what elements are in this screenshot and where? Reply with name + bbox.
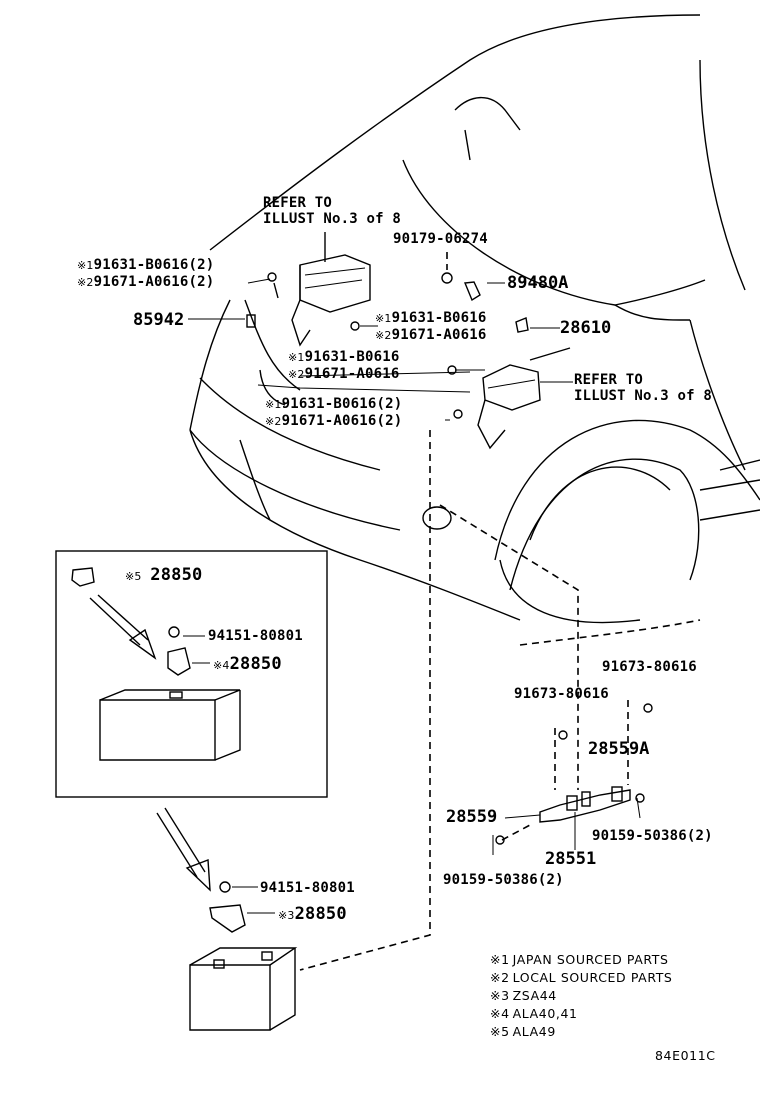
mark-3: ※3 (278, 909, 295, 922)
refer-note-right-line1: REFER TO (574, 372, 644, 388)
part-91673-80616-left: 91673-80616 (514, 686, 609, 702)
mark-1: ※1 (288, 351, 305, 364)
part-91671-A0616-mid: 91671-A0616 (391, 327, 487, 343)
part-28610: 28610 (560, 318, 612, 338)
refer-note-line2: ILLUST No.3 of 8 (263, 211, 402, 227)
inset-frame (55, 550, 328, 798)
mark-2: ※2 (77, 276, 94, 289)
part-91631-B0616-c: 91631-B0616 (304, 349, 400, 365)
mark-2: ※2 (375, 329, 392, 342)
inset-parts (71, 567, 241, 761)
left-relay-box (291, 232, 371, 347)
part-91631-B0616-mid: 91631-B0616 (391, 310, 487, 326)
part-91671-A0616-lower: 91671-A0616(2) (281, 413, 403, 429)
part-90179-06274: 90179-06274 (393, 231, 488, 247)
refer-note-line1: REFER TO (263, 195, 333, 211)
mark-4: ※4 (213, 659, 230, 672)
dashed-connectors (299, 252, 701, 971)
part-28850-ala40: 28850 (229, 654, 282, 674)
part-89480A: 89480A (507, 273, 569, 293)
fasteners (246, 272, 529, 419)
terminal-assembly (492, 703, 653, 855)
bottom-battery (189, 881, 298, 1031)
bottom-arrow (156, 807, 211, 892)
part-90159-50386-right: 90159-50386(2) (592, 828, 713, 844)
part-94151-80801-inset: 94151-80801 (208, 628, 303, 644)
part-94151-80801-bottom: 94151-80801 (260, 880, 355, 896)
part-28850-zsa44: 28850 (294, 904, 347, 924)
mark-1: ※1 (265, 398, 282, 411)
refer-note-right-line2: ILLUST No.3 of 8 (574, 388, 713, 404)
part-91671-A0616-left: 91671-A0616(2) (93, 274, 215, 290)
part-28559A: 28559A (588, 739, 650, 759)
part-91673-80616-right: 91673-80616 (602, 659, 697, 675)
mark-1: ※1 (375, 312, 392, 325)
part-91671-A0616-c: 91671-A0616 (304, 366, 400, 382)
mark-2: ※2 (288, 368, 305, 381)
mark-2: ※2 (265, 415, 282, 428)
right-relay-box (477, 347, 571, 450)
part-85942: 85942 (133, 310, 185, 330)
diagram-code: 84E011C (655, 1048, 716, 1063)
part-91631-B0616-left: 91631-B0616(2) (93, 257, 215, 273)
part-90159-50386-left: 90159-50386(2) (443, 872, 564, 888)
part-28850-ala49: 28850 (150, 565, 203, 585)
mark-5: ※5 (125, 570, 142, 583)
leader-lines (188, 278, 573, 421)
part-28559: 28559 (446, 807, 498, 827)
vehicle-body-outline (189, 14, 760, 624)
mark-1: ※1 (77, 259, 94, 272)
part-91631-B0616-lower: 91631-B0616(2) (281, 396, 403, 412)
part-28551: 28551 (545, 849, 597, 869)
